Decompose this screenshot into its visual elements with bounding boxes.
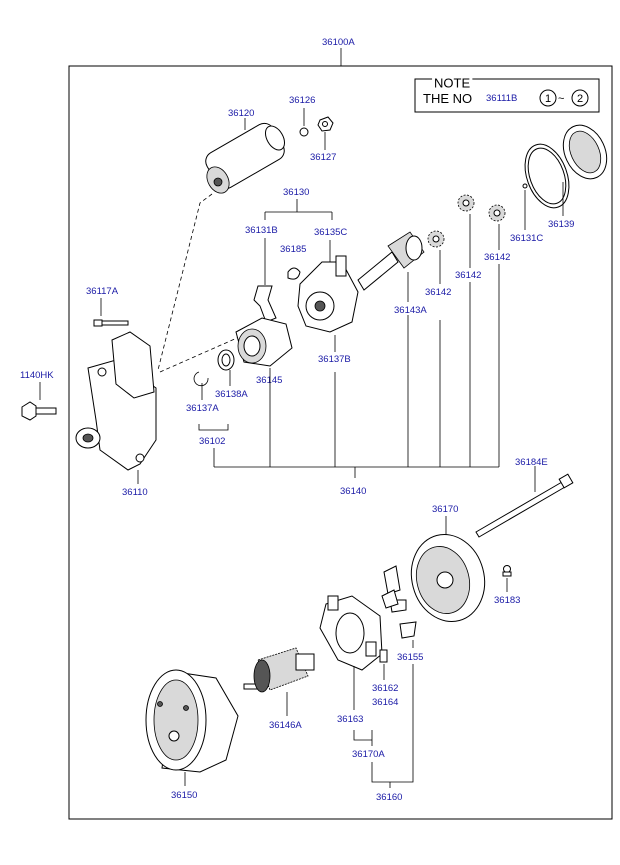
housing-36137B	[297, 255, 359, 333]
label-36146A[interactable]: 36146A	[269, 720, 302, 731]
label-36131B[interactable]: 36131B	[245, 225, 278, 236]
note-range-start: 1	[545, 93, 551, 105]
gear-36142-a	[427, 230, 445, 248]
note-part-36111B[interactable]: 36111B	[486, 93, 517, 104]
assembly-frame	[68, 65, 613, 820]
label-36164[interactable]: 36164	[372, 697, 398, 708]
clutch-36145	[235, 317, 293, 367]
label-36184E[interactable]: 36184E	[515, 457, 548, 468]
label-36162[interactable]: 36162	[372, 683, 398, 694]
note-range-sep: ~	[558, 93, 564, 105]
label-36142-c[interactable]: 36142	[484, 252, 510, 263]
yoke-36170	[410, 533, 486, 623]
note-title: NOTE	[434, 75, 470, 90]
label-36100A[interactable]: 36100A	[322, 37, 355, 48]
label-36150[interactable]: 36150	[171, 790, 197, 801]
note-range-end: 2	[577, 93, 583, 105]
pinion-shaft-36143A	[357, 231, 425, 291]
cover-36139	[562, 124, 608, 180]
lever-36131B	[253, 285, 277, 323]
note-box: NOTE THE NO 36111B 1 ~ 2	[414, 72, 600, 113]
front-bracket-36110	[75, 331, 157, 471]
gear-36142-c	[488, 204, 506, 222]
spring-36162	[379, 649, 388, 663]
stop-ring-36138A	[217, 349, 235, 371]
washer-36126	[299, 127, 309, 137]
screw-36183	[502, 565, 512, 577]
label-36145[interactable]: 36145	[256, 375, 282, 386]
armature-36146A	[243, 647, 315, 693]
label-36160[interactable]: 36160	[376, 792, 402, 803]
label-36137B[interactable]: 36137B	[318, 354, 351, 365]
note-line: THE NO	[423, 91, 472, 106]
gear-36142-b	[457, 194, 475, 212]
label-36120[interactable]: 36120	[228, 108, 254, 119]
label-36130[interactable]: 36130	[283, 187, 309, 198]
label-36135C[interactable]: 36135C	[314, 227, 347, 238]
label-36102[interactable]: 36102	[199, 436, 225, 447]
snap-ring-36137A	[193, 371, 209, 387]
solenoid-36120	[205, 122, 285, 194]
label-36170A[interactable]: 36170A	[352, 749, 385, 760]
label-36155[interactable]: 36155	[397, 652, 423, 663]
rear-cover-36150	[145, 669, 239, 773]
spring-36185	[287, 267, 301, 280]
label-36138A[interactable]: 36138A	[215, 389, 248, 400]
label-36183[interactable]: 36183	[494, 595, 520, 606]
label-36139[interactable]: 36139	[548, 219, 574, 230]
brush-plate-36163	[319, 595, 383, 671]
brush-holder-36155	[381, 565, 417, 639]
label-36142-a[interactable]: 36142	[425, 287, 451, 298]
label-36142-b[interactable]: 36142	[455, 270, 481, 281]
label-36170[interactable]: 36170	[432, 504, 458, 515]
label-36140[interactable]: 36140	[340, 486, 366, 497]
label-36185[interactable]: 36185	[280, 244, 306, 255]
label-36117A[interactable]: 36117A	[86, 286, 119, 297]
label-36126[interactable]: 36126	[289, 95, 315, 106]
label-1140HK[interactable]: 1140HK	[20, 370, 54, 381]
through-bolt-36184E	[475, 473, 574, 538]
bolt-36117A	[93, 319, 129, 327]
label-36131C[interactable]: 36131C	[510, 233, 543, 244]
bolt-1140HK	[21, 401, 57, 421]
label-36127[interactable]: 36127	[310, 152, 336, 163]
label-36163[interactable]: 36163	[337, 714, 363, 725]
label-36137A[interactable]: 36137A	[186, 403, 219, 414]
internal-gear-36131C	[524, 143, 570, 209]
label-36143A[interactable]: 36143A	[394, 305, 427, 316]
label-36110[interactable]: 36110	[122, 487, 148, 498]
nut-36127	[317, 116, 334, 132]
